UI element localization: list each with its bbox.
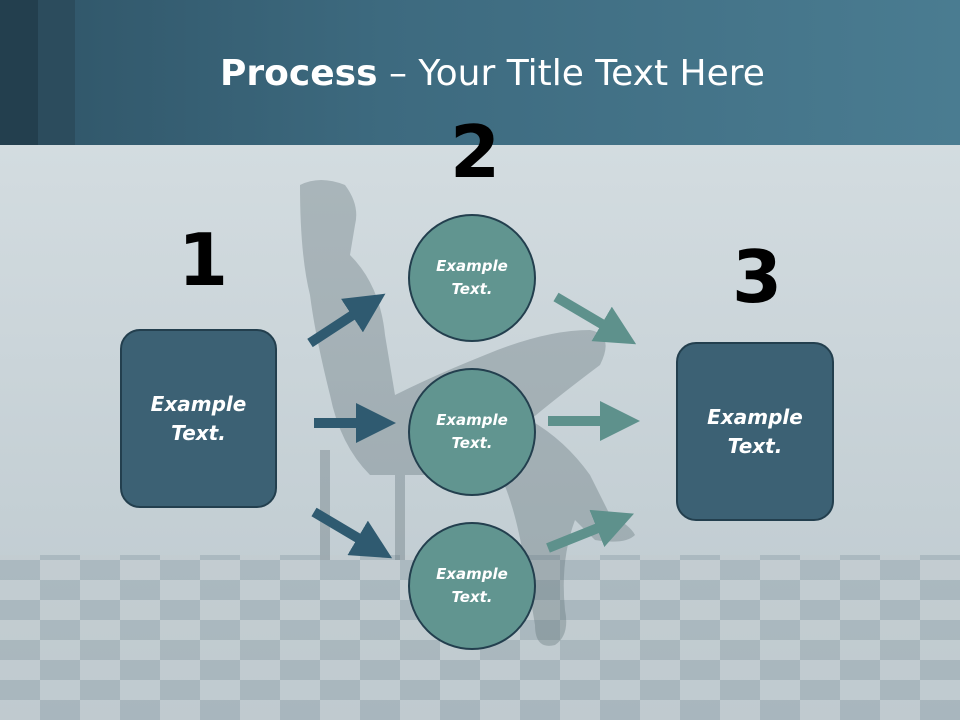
arrow-to-circle-3 [311, 507, 393, 559]
title-bold: Process [220, 53, 378, 94]
circle-3-line2: Text. [451, 588, 493, 606]
arrow-from-circle-3 [546, 509, 634, 553]
right-box-line2: Text. [727, 433, 783, 458]
slide-title: Process – Your Title Text Here [0, 52, 960, 96]
circle-1-line1: Example [436, 257, 508, 275]
circle-1: Example Text. [408, 214, 536, 342]
step-number-2: 2 [450, 110, 501, 194]
header-stripe [38, 0, 75, 145]
circle-3-line1: Example [436, 565, 508, 583]
step-number-3: 3 [732, 235, 783, 319]
title-rest: – Your Title Text Here [377, 53, 765, 94]
left-box-line2: Text. [171, 420, 226, 445]
header-bar [0, 0, 960, 145]
left-box: Example Text. [120, 329, 277, 508]
circle-2-line1: Example [436, 411, 508, 429]
left-box-line1: Example [150, 391, 247, 416]
right-box-line1: Example [707, 404, 803, 429]
arrow-from-circle-1 [553, 292, 637, 345]
right-box: Example Text. [676, 342, 834, 521]
circle-2-line2: Text. [451, 434, 493, 452]
step-number-1: 1 [178, 218, 229, 302]
header-stripe [0, 0, 38, 145]
circle-3: Example Text. [408, 522, 536, 650]
circle-2: Example Text. [408, 368, 536, 496]
circle-1-line2: Text. [451, 280, 493, 298]
arrow-to-circle-1 [307, 293, 386, 348]
